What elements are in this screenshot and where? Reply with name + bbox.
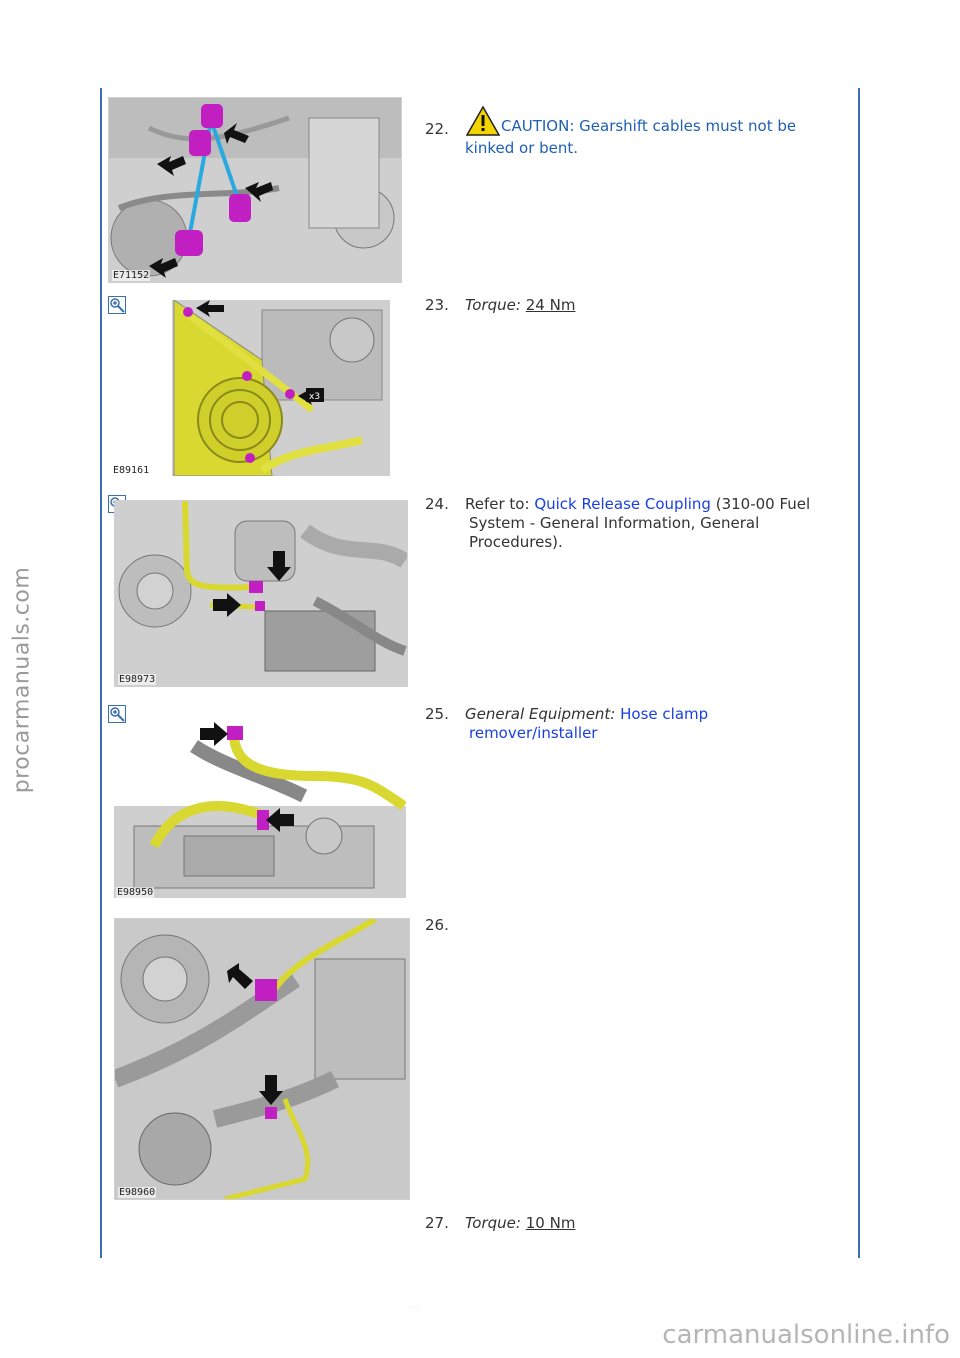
refer-to-label: Refer to:: [465, 495, 530, 513]
figure-code: E98973: [118, 674, 157, 685]
step-25-figure: E98950: [114, 716, 406, 898]
torque-value: 10 Nm: [525, 1214, 576, 1232]
page-footer: ...: [410, 1300, 420, 1311]
figure-code: E98960: [118, 1187, 157, 1198]
reference-text: (310-00 Fuel: [715, 495, 811, 513]
coolant-hose-illustration: [114, 722, 406, 898]
caution-text: CAUTION: Gearshift cables must not be: [501, 117, 797, 135]
step-number: 22.: [425, 120, 449, 138]
power-steering-pump-illustration: x3: [172, 300, 390, 476]
step-number: 27.: [425, 1214, 449, 1232]
torque-label: Torque:: [465, 1214, 521, 1232]
caution-text-line2: kinked or bent.: [465, 139, 579, 157]
torque-value: 24 Nm: [525, 296, 576, 314]
step-number: 24.: [425, 495, 449, 513]
right-frame-rule: [858, 88, 860, 1258]
figure-code: E89161: [112, 465, 151, 476]
step-number: 23.: [425, 296, 449, 314]
step-24-figure: E98973: [114, 500, 408, 687]
reference-text-line3: Procedures).: [469, 533, 563, 551]
bottom-watermark: carmanualsonline.info: [662, 1320, 950, 1350]
left-frame-rule: [100, 88, 102, 1258]
step-23-figure: x3 E89161: [112, 300, 390, 476]
caution-triangle-icon: [465, 105, 501, 136]
zoom-in-icon[interactable]: [108, 296, 126, 314]
step-number: 26.: [425, 916, 449, 934]
hose-clamp-link-line2[interactable]: remover/installer: [469, 724, 598, 742]
general-equipment-label: General Equipment:: [465, 705, 616, 723]
quick-release-coupling-link[interactable]: Quick Release Coupling: [534, 495, 711, 513]
figure-code: E98950: [116, 887, 155, 898]
zoom-in-icon[interactable]: [108, 705, 126, 723]
step-22-figure: E71152: [108, 97, 402, 283]
figure-callout: x3: [309, 392, 320, 402]
gearshift-cables-illustration: [109, 98, 401, 282]
side-watermark: procarmanuals.com: [9, 566, 35, 794]
step-number: 25.: [425, 705, 449, 723]
hose-clamp-link[interactable]: Hose clamp: [620, 705, 709, 723]
figure-code: E71152: [112, 270, 151, 281]
step-26-figure: E98960: [114, 918, 410, 1200]
torque-label: Torque:: [465, 296, 521, 314]
engine-hose-routing-illustration: [115, 919, 409, 1199]
reference-text-line2: System - General Information, General: [469, 514, 760, 532]
fuel-line-coupling-illustration: [115, 501, 407, 686]
